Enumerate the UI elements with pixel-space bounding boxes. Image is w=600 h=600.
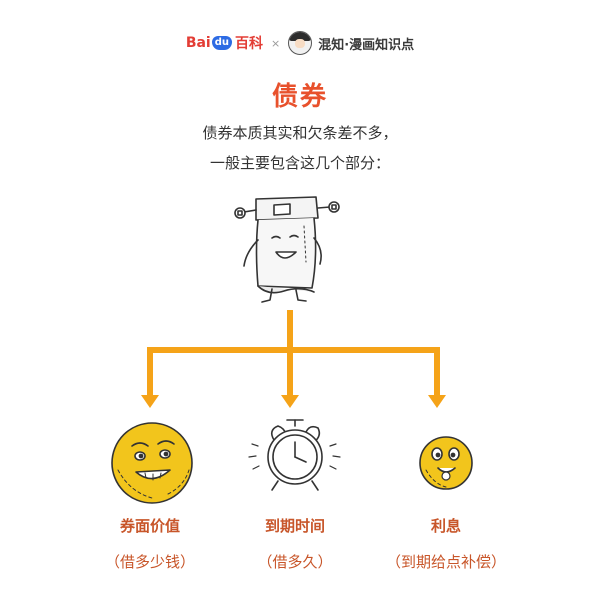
arrow-down-icon <box>141 395 159 408</box>
node-interest-label: 利息 <box>430 517 461 535</box>
node-face-value-sub: （借多少钱） <box>104 553 195 571</box>
page-title: 债券 <box>271 82 328 112</box>
connector-arrowheads <box>141 395 446 408</box>
baidu-logo-text: Bai <box>185 35 211 51</box>
node-maturity-sub: （借多久） <box>257 553 333 571</box>
node-face-value-label: 券面价值 <box>119 517 180 535</box>
connector-lines <box>147 310 440 396</box>
bond-character-icon <box>234 196 340 303</box>
alarm-clock-icon <box>248 419 341 491</box>
baidu-logo: Bai du 百科 <box>186 33 263 53</box>
description-line-2: 一般主要包含这几个部分： <box>209 154 390 172</box>
arrow-down-icon <box>281 395 299 408</box>
node-interest-sub: （到期给点补偿） <box>385 553 506 571</box>
baidu-paw-icon: du <box>211 36 233 50</box>
small-coin-face-icon <box>419 436 473 490</box>
baike-label: 百科 <box>235 36 264 52</box>
coin-face-icon <box>111 422 193 504</box>
hunzhi-brand: 混知·漫画知识点 <box>318 37 415 53</box>
node-maturity-label: 到期时间 <box>264 517 325 535</box>
header: Bai du 百科 × 混知·漫画知识点 <box>0 30 600 56</box>
description-line-1: 债券本质其实和欠条差不多， <box>202 124 398 142</box>
arrow-down-icon <box>428 395 446 408</box>
hunzhi-avatar-icon <box>288 31 313 55</box>
cross-separator: × <box>271 36 281 50</box>
